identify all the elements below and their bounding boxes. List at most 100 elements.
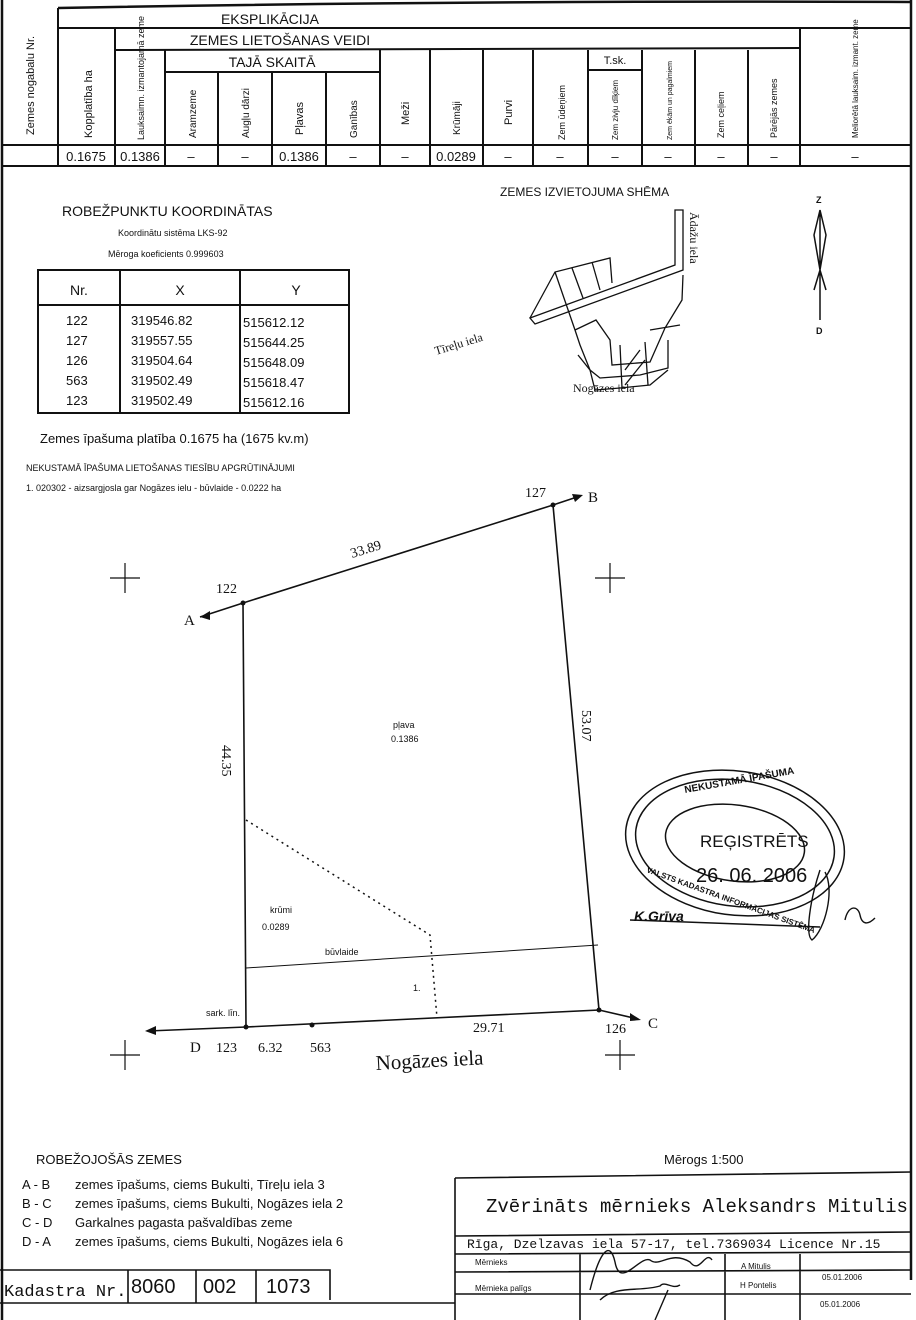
parcel-plan: 122 127 126 563 123 A B C D 33.89 53.07 …	[110, 486, 744, 1167]
col-fishponds: Zem zivju dīķiem	[611, 80, 620, 140]
point-label-123: 123	[216, 1041, 237, 1056]
coord-nr: 126	[66, 353, 88, 368]
area-text: Zemes īpašuma platība 0.1675 ha (1675 kv…	[40, 431, 309, 446]
surveyor-title-block: Zvērināts mērnieks Aleksandrs Mitulis Rī…	[454, 1171, 912, 1320]
coordinates-title: ROBEŽPUNKTU KOORDINĀTAS	[62, 203, 273, 219]
col-shrubs: Krūmāji	[452, 101, 463, 135]
setback-label: būvlaide	[325, 947, 359, 957]
meadow-area: 0.1386	[391, 734, 419, 744]
point-label-563: 563	[310, 1041, 331, 1056]
scheme-street-nogazes: Nogāzes iela	[573, 381, 635, 395]
distance-c-563: 29.71	[473, 1021, 505, 1036]
scheme-map	[528, 209, 684, 391]
cadastre-part-1: 8060	[131, 1276, 176, 1298]
value-roads: –	[717, 149, 725, 164]
letter-d: D	[190, 1040, 201, 1056]
arrow-a-icon	[200, 611, 210, 620]
coord-x: 319502.49	[131, 393, 192, 408]
value-agri: 0.1386	[120, 149, 160, 164]
surveyor-address: Rīga, Dzelzavas iela 57-17, tel.7369034 …	[467, 1237, 880, 1252]
red-line-label: sark. līn.	[206, 1008, 240, 1018]
letter-b: B	[588, 490, 598, 506]
encumbrance-item: 1. 020302 - aizsargjosla gar Nogāzes iel…	[26, 483, 281, 493]
value-water: –	[556, 149, 564, 164]
col-forests: Meži	[400, 102, 412, 125]
header-x: X	[175, 282, 185, 298]
col-orchards: Augļu dārzi	[241, 88, 252, 138]
stamp-signature	[808, 869, 876, 941]
north-arrow: Z D	[813, 195, 827, 336]
letter-c: C	[648, 1016, 658, 1032]
zone-label: 1.	[413, 983, 421, 993]
point-123-marker	[243, 1024, 249, 1030]
value-bogs: –	[504, 149, 512, 164]
stamp-date: 26. 06. 2006	[696, 865, 807, 887]
coord-x: 319546.82	[131, 313, 192, 328]
date-assistant: 05.01.2006	[820, 1300, 861, 1309]
cadastre-label: Kadastra Nr.	[4, 1283, 126, 1302]
value-meadows: 0.1386	[279, 149, 319, 164]
col-parcel-nr: Zemes nogabalu Nr.	[25, 36, 37, 135]
shrub-boundary	[245, 819, 438, 1019]
scale-label: Mērogs 1:500	[664, 1152, 744, 1167]
scheme-street-adazu: Ādažu iela	[687, 212, 701, 264]
coord-nr: 123	[66, 393, 88, 408]
col-other: Pārējās zemes	[769, 78, 779, 138]
coordinate-system: Koordinātu sistēma LKS-92	[118, 228, 228, 238]
neighbour-description: Garkalnes pagasta pašvaldības zeme	[75, 1215, 293, 1230]
surveyor-title: Zvērināts mērnieks Aleksandrs Mitulis	[486, 1196, 908, 1218]
distance-d-a: 44.35	[218, 745, 233, 777]
arrow-b-icon	[572, 494, 583, 502]
col-roads: Zem ceļiem	[716, 91, 726, 138]
including-sub-heading: T.sk.	[604, 55, 627, 67]
role-assistant: Mērnieka palīgs	[475, 1284, 531, 1293]
point-126-marker	[596, 1007, 602, 1013]
explication-values: 0.1675 0.1386 – – 0.1386 – – 0.0289 – – …	[66, 149, 859, 164]
surveyor-signature	[589, 1249, 713, 1320]
value-other: –	[770, 149, 778, 164]
col-arable: Aramzeme	[188, 89, 199, 138]
header-y: Y	[291, 282, 301, 298]
neighbour-code: C - D	[22, 1215, 52, 1230]
grid-crosses	[110, 563, 635, 1070]
point-122-marker	[240, 600, 246, 606]
coordinates-section: ROBEŽPUNKTU KOORDINĀTAS Koordinātu sistē…	[26, 203, 350, 493]
value-arable: –	[187, 149, 195, 164]
point-label-127: 127	[525, 486, 546, 501]
value-total: 0.1675	[66, 149, 106, 164]
coord-y: 515648.09	[243, 355, 304, 370]
neighbours-title: ROBEŽOJOŠĀS ZEMES	[36, 1152, 182, 1167]
arrow-c-icon	[630, 1013, 641, 1021]
coord-nr: 127	[66, 333, 88, 348]
point-label-122: 122	[216, 582, 237, 597]
value-buildings: –	[664, 149, 672, 164]
point-127-marker	[550, 502, 556, 508]
col-pastures: Ganības	[349, 100, 360, 138]
coord-y: 515618.47	[243, 375, 304, 390]
name-assistant: H Pontelis	[740, 1281, 776, 1290]
encumbrances-title: NEKUSTAMĀ ĪPAŠUMA LIETOŠANAS TIESĪBU APG…	[26, 463, 295, 473]
cadastre-part-3: 1073	[266, 1276, 311, 1298]
value-forests: –	[401, 149, 409, 164]
coord-y: 515612.16	[243, 395, 304, 410]
scheme-street-tirelu: Tīreļu iela	[433, 330, 485, 358]
col-meadows: Pļavas	[294, 101, 306, 135]
neighbour-description: zemes īpašums, ciems Bukulti, Tīreļu iel…	[75, 1177, 325, 1192]
location-scheme: ZEMES IZVIETOJUMA SHĒMA Tīreļu iela Ādaž…	[433, 185, 701, 395]
cadastre-part-2: 002	[203, 1276, 236, 1298]
coord-x: 319504.64	[131, 353, 192, 368]
coord-x: 319557.55	[131, 333, 192, 348]
column-headers: Zemes nogabalu Nr. Kopplatība ha Lauksai…	[25, 16, 860, 140]
stamp-signer: K.Grīva	[634, 908, 684, 924]
including-heading: TAJĀ SKAITĀ	[229, 54, 317, 70]
col-buildings: Zem ēkām un pagalmiem	[667, 61, 674, 140]
scale-coefficient: Mēroga koeficients 0.999603	[108, 249, 224, 259]
value-meliorated: –	[851, 149, 859, 164]
coord-nr: 563	[66, 373, 88, 388]
col-water: Zem ūdeņiem	[557, 85, 567, 140]
distance-563-d: 6.32	[258, 1041, 283, 1056]
